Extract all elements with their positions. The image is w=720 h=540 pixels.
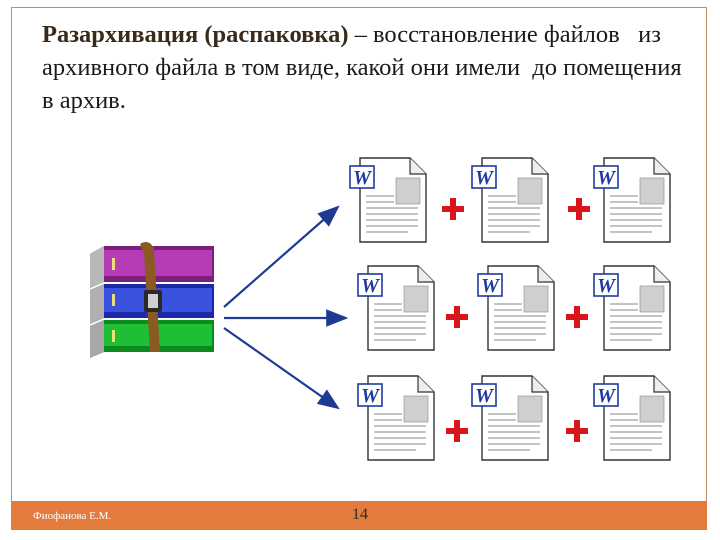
page-number: 14	[352, 506, 368, 523]
word-document-icon	[593, 157, 671, 243]
term-label: Разархивация (распаковка)	[42, 21, 349, 48]
word-document-icon	[349, 157, 427, 243]
plus-icon	[568, 198, 590, 220]
plus-icon	[446, 420, 468, 442]
plus-icon	[566, 306, 588, 328]
definition-text: Разархивация (распаковка) – восстановлен…	[42, 18, 692, 117]
word-document-icon	[477, 265, 555, 351]
plus-icon	[566, 420, 588, 442]
word-document-icon	[593, 265, 671, 351]
winrar-books-archive-icon	[90, 242, 214, 358]
definition-body: – восстановление файлов из архивного фай…	[42, 21, 682, 114]
footer-bar	[11, 501, 707, 530]
word-document-icon	[357, 375, 435, 461]
word-document-icon	[471, 375, 549, 461]
word-document-icon	[357, 265, 435, 351]
word-document-icon	[471, 157, 549, 243]
footer-author: Фиофанова Е.М.	[33, 510, 112, 522]
plus-icon	[442, 198, 464, 220]
word-document-icon	[593, 375, 671, 461]
plus-icon	[446, 306, 468, 328]
